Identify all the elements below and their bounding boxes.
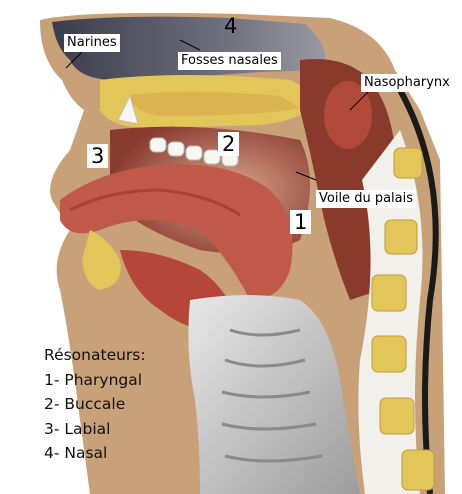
number-1: 1 <box>290 210 311 234</box>
label-narines: Narines <box>64 34 120 52</box>
resonators-legend: Résonateurs: 1- Pharyngal 2- Buccale 3- … <box>44 343 146 466</box>
number-3: 3 <box>87 144 108 168</box>
legend-item-buccale: 2- Buccale <box>44 392 146 417</box>
legend-item-labial: 3- Labial <box>44 417 146 442</box>
label-nasopharynx: Nasopharynx <box>361 74 453 92</box>
label-voile-du-palais: Voile du palais <box>316 190 416 208</box>
label-fosses-nasales: Fosses nasales <box>178 52 281 70</box>
number-4: 4 <box>224 14 237 38</box>
legend-item-nasal: 4- Nasal <box>44 441 146 466</box>
number-2: 2 <box>218 132 239 156</box>
legend-item-pharyngal: 1- Pharyngal <box>44 368 146 393</box>
legend-title: Résonateurs: <box>44 343 146 368</box>
